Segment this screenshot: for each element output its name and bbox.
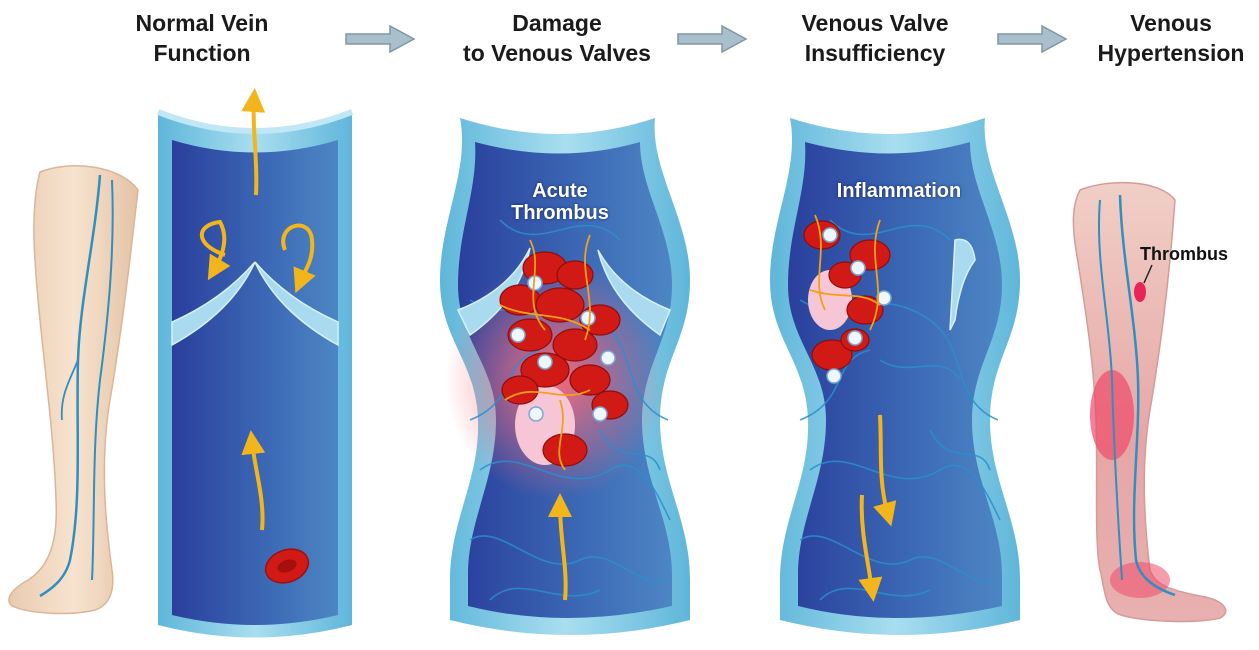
normal-leg: [9, 166, 138, 614]
label-line: Acute: [505, 180, 615, 202]
acute-thrombus-label: Acute Thrombus: [505, 180, 615, 224]
label-line: Thrombus: [505, 202, 615, 224]
inflammation-label: Inflammation: [814, 180, 984, 202]
normal-vein: [158, 100, 352, 638]
thrombus-label: Thrombus: [1140, 244, 1228, 265]
